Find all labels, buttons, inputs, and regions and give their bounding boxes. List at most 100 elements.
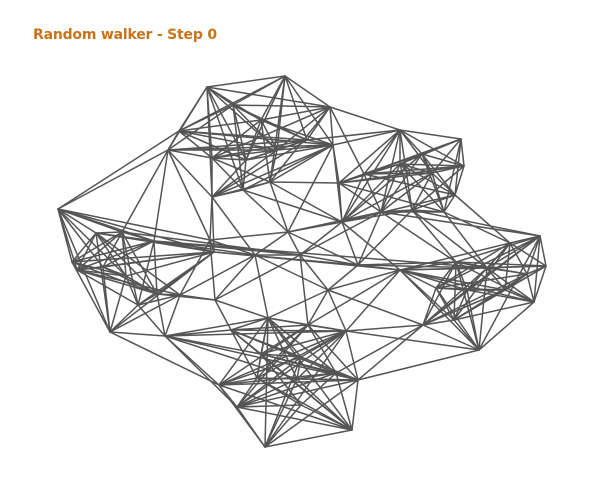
graph-edge — [380, 211, 541, 237]
graph-edge — [236, 406, 266, 448]
graph-edge — [109, 275, 127, 333]
graph-edge — [357, 211, 382, 266]
graph-edge — [341, 163, 401, 223]
graph-edge — [267, 289, 329, 319]
graph-edge — [109, 331, 220, 386]
graph-edge — [260, 353, 302, 406]
graph-edge — [296, 378, 359, 381]
graph-edge — [211, 196, 256, 256]
graph-edge — [254, 231, 289, 256]
graph-edge — [211, 157, 244, 191]
graph-edge — [341, 221, 401, 271]
graph-edge — [245, 144, 334, 161]
graph-edge — [167, 86, 208, 151]
graph-edge — [211, 139, 308, 198]
graph-edge — [380, 153, 423, 213]
graph-edge — [299, 221, 343, 256]
graph-edge — [211, 196, 215, 253]
graph-edge — [71, 240, 155, 263]
graph-edge — [269, 181, 343, 223]
graph-edge — [422, 319, 455, 326]
graph-edge — [357, 349, 480, 381]
graph-edge — [335, 324, 424, 374]
graph-edge — [399, 153, 423, 165]
graph-edge — [236, 378, 298, 408]
graph-edge — [164, 330, 347, 337]
graph-edge — [256, 377, 302, 406]
graph-edge — [260, 330, 347, 355]
graph-edge — [399, 269, 437, 289]
graph-edge — [341, 221, 359, 266]
graph-edge — [260, 353, 302, 358]
graph-edge — [443, 211, 511, 244]
graph-edge — [242, 181, 271, 191]
graph-edge — [399, 269, 455, 321]
graph-edge — [421, 153, 456, 196]
graph-edge — [299, 254, 309, 326]
graph-edge — [435, 235, 541, 289]
graph-edge — [167, 139, 308, 151]
graph-edge — [264, 379, 359, 448]
graph-edge — [338, 182, 382, 213]
graph-edge — [411, 209, 541, 237]
graph-edge — [211, 157, 271, 183]
graph-edge — [71, 251, 215, 263]
graph-edge — [214, 299, 269, 319]
graph-edge — [121, 231, 139, 306]
graph-edge — [260, 353, 359, 381]
graph-edge — [455, 261, 535, 303]
graph-edge — [422, 289, 506, 326]
graph-edge — [307, 289, 329, 326]
graph-edge — [455, 235, 541, 263]
graph-edge — [102, 231, 123, 268]
graph-edge — [206, 86, 213, 198]
graph-edge — [71, 261, 111, 333]
graph-edge — [335, 372, 359, 381]
graph-edge — [230, 317, 269, 331]
graph-edge — [76, 269, 181, 296]
graph-edge — [164, 335, 359, 381]
graph-edge — [57, 208, 97, 234]
graph-edge — [284, 75, 331, 108]
graph-edge — [453, 319, 480, 351]
graph-edge — [357, 261, 457, 266]
graph-edge — [422, 324, 480, 351]
graph-edge — [307, 269, 401, 326]
graph-edge — [422, 289, 468, 326]
graph-edge — [329, 106, 401, 131]
graph-edge — [211, 159, 247, 198]
graph-edge — [454, 194, 511, 244]
graph-edge — [264, 330, 347, 448]
graph-edge — [539, 235, 547, 267]
graph-edge — [287, 211, 382, 233]
graph-edge — [335, 372, 353, 431]
graph-edge — [332, 129, 401, 146]
graph-edge — [121, 149, 169, 233]
graph-edge — [164, 294, 181, 337]
graph-edge — [276, 139, 308, 151]
graph-edge — [167, 144, 334, 151]
graph-edge — [443, 194, 456, 213]
graph-edge — [341, 173, 365, 223]
graph-edge — [399, 269, 535, 303]
graph-edge — [363, 153, 423, 175]
graph-edge — [76, 240, 155, 271]
graph-edge — [95, 232, 127, 277]
graph-edge — [164, 335, 238, 408]
graph-edge — [466, 289, 480, 351]
graph-edge — [363, 173, 382, 213]
graph-edge — [209, 239, 216, 301]
graph-edge — [453, 289, 468, 321]
graph-edge — [236, 356, 302, 408]
graph-edge — [137, 304, 166, 337]
graph-edge — [431, 165, 465, 174]
graph-edge — [399, 129, 462, 140]
graph-edge — [125, 275, 139, 306]
graph-edge — [345, 269, 401, 332]
plot-title: Random walker - Step 0 — [33, 27, 217, 43]
graph-edge — [421, 153, 465, 167]
graph-edges — [57, 75, 547, 448]
graph-edge — [357, 264, 488, 269]
graph-edge — [307, 324, 359, 381]
